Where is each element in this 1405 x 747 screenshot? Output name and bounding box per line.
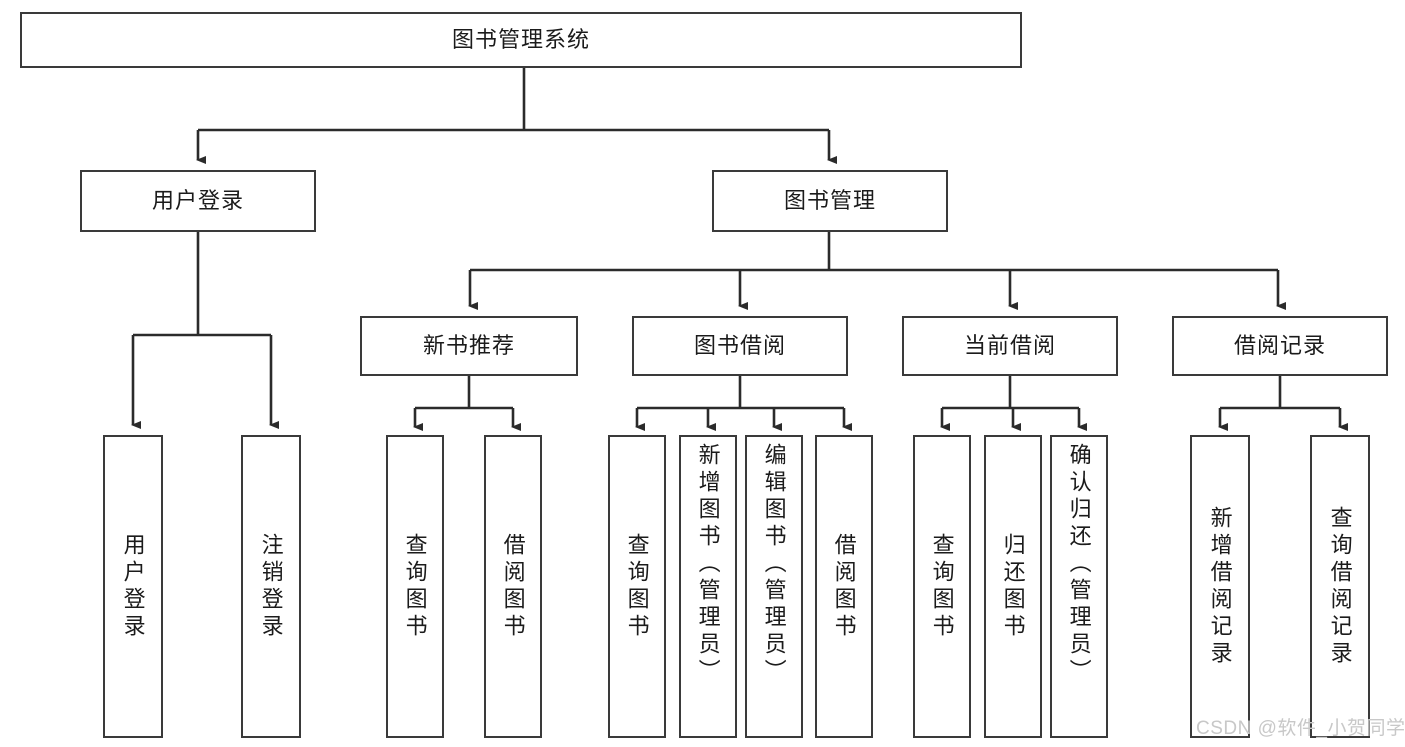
node-label: 图书管理 — [783, 187, 876, 213]
node-new-book-recommend[interactable]: 新书推荐 — [360, 316, 578, 376]
node-label: 当前借阅 — [963, 332, 1056, 358]
leaf-record-add[interactable]: 新增借阅记录 — [1190, 435, 1250, 738]
leaf-user-login[interactable]: 用户登录 — [103, 435, 163, 738]
node-label: 用户登录 — [151, 187, 244, 213]
node-label: 编辑图书（管理员） — [761, 443, 787, 686]
node-label: 注销登录 — [258, 532, 284, 641]
node-label: 查询借阅记录 — [1327, 505, 1353, 668]
node-label: 新增借阅记录 — [1207, 505, 1233, 668]
leaf-new-borrow-book[interactable]: 借阅图书 — [484, 435, 542, 738]
leaf-borrow-edit-book-admin[interactable]: 编辑图书（管理员） — [745, 435, 803, 738]
node-root-system[interactable]: 图书管理系统 — [20, 12, 1022, 68]
node-label: 图书管理系统 — [451, 26, 590, 52]
node-book-borrow[interactable]: 图书借阅 — [632, 316, 848, 376]
node-label: 借阅图书 — [831, 532, 857, 641]
leaf-borrow-lend-book[interactable]: 借阅图书 — [815, 435, 873, 738]
leaf-new-query-book[interactable]: 查询图书 — [386, 435, 444, 738]
leaf-current-query-book[interactable]: 查询图书 — [913, 435, 971, 738]
leaf-borrow-add-book-admin[interactable]: 新增图书（管理员） — [679, 435, 737, 738]
node-label: 借阅图书 — [500, 532, 526, 641]
node-label: 查询图书 — [402, 532, 428, 641]
node-current-borrow[interactable]: 当前借阅 — [902, 316, 1118, 376]
leaf-current-return-book[interactable]: 归还图书 — [984, 435, 1042, 738]
watermark-text: CSDN @软件_小贺同学 — [1196, 718, 1405, 739]
node-label: 借阅记录 — [1233, 332, 1326, 358]
node-label: 查询图书 — [624, 532, 650, 641]
node-label: 查询图书 — [929, 532, 955, 641]
leaf-record-query[interactable]: 查询借阅记录 — [1310, 435, 1370, 738]
node-label: 图书借阅 — [693, 332, 786, 358]
leaf-current-confirm-return-admin[interactable]: 确认归还（管理员） — [1050, 435, 1108, 738]
leaf-user-logout[interactable]: 注销登录 — [241, 435, 301, 738]
node-label: 确认归还（管理员） — [1066, 443, 1092, 686]
node-borrow-record[interactable]: 借阅记录 — [1172, 316, 1388, 376]
node-label: 新书推荐 — [422, 332, 515, 358]
node-label: 用户登录 — [120, 532, 146, 641]
node-label: 归还图书 — [1000, 532, 1026, 641]
node-book-management[interactable]: 图书管理 — [712, 170, 948, 232]
node-user-login[interactable]: 用户登录 — [80, 170, 316, 232]
node-label: 新增图书（管理员） — [695, 443, 721, 686]
leaf-borrow-query-book[interactable]: 查询图书 — [608, 435, 666, 738]
